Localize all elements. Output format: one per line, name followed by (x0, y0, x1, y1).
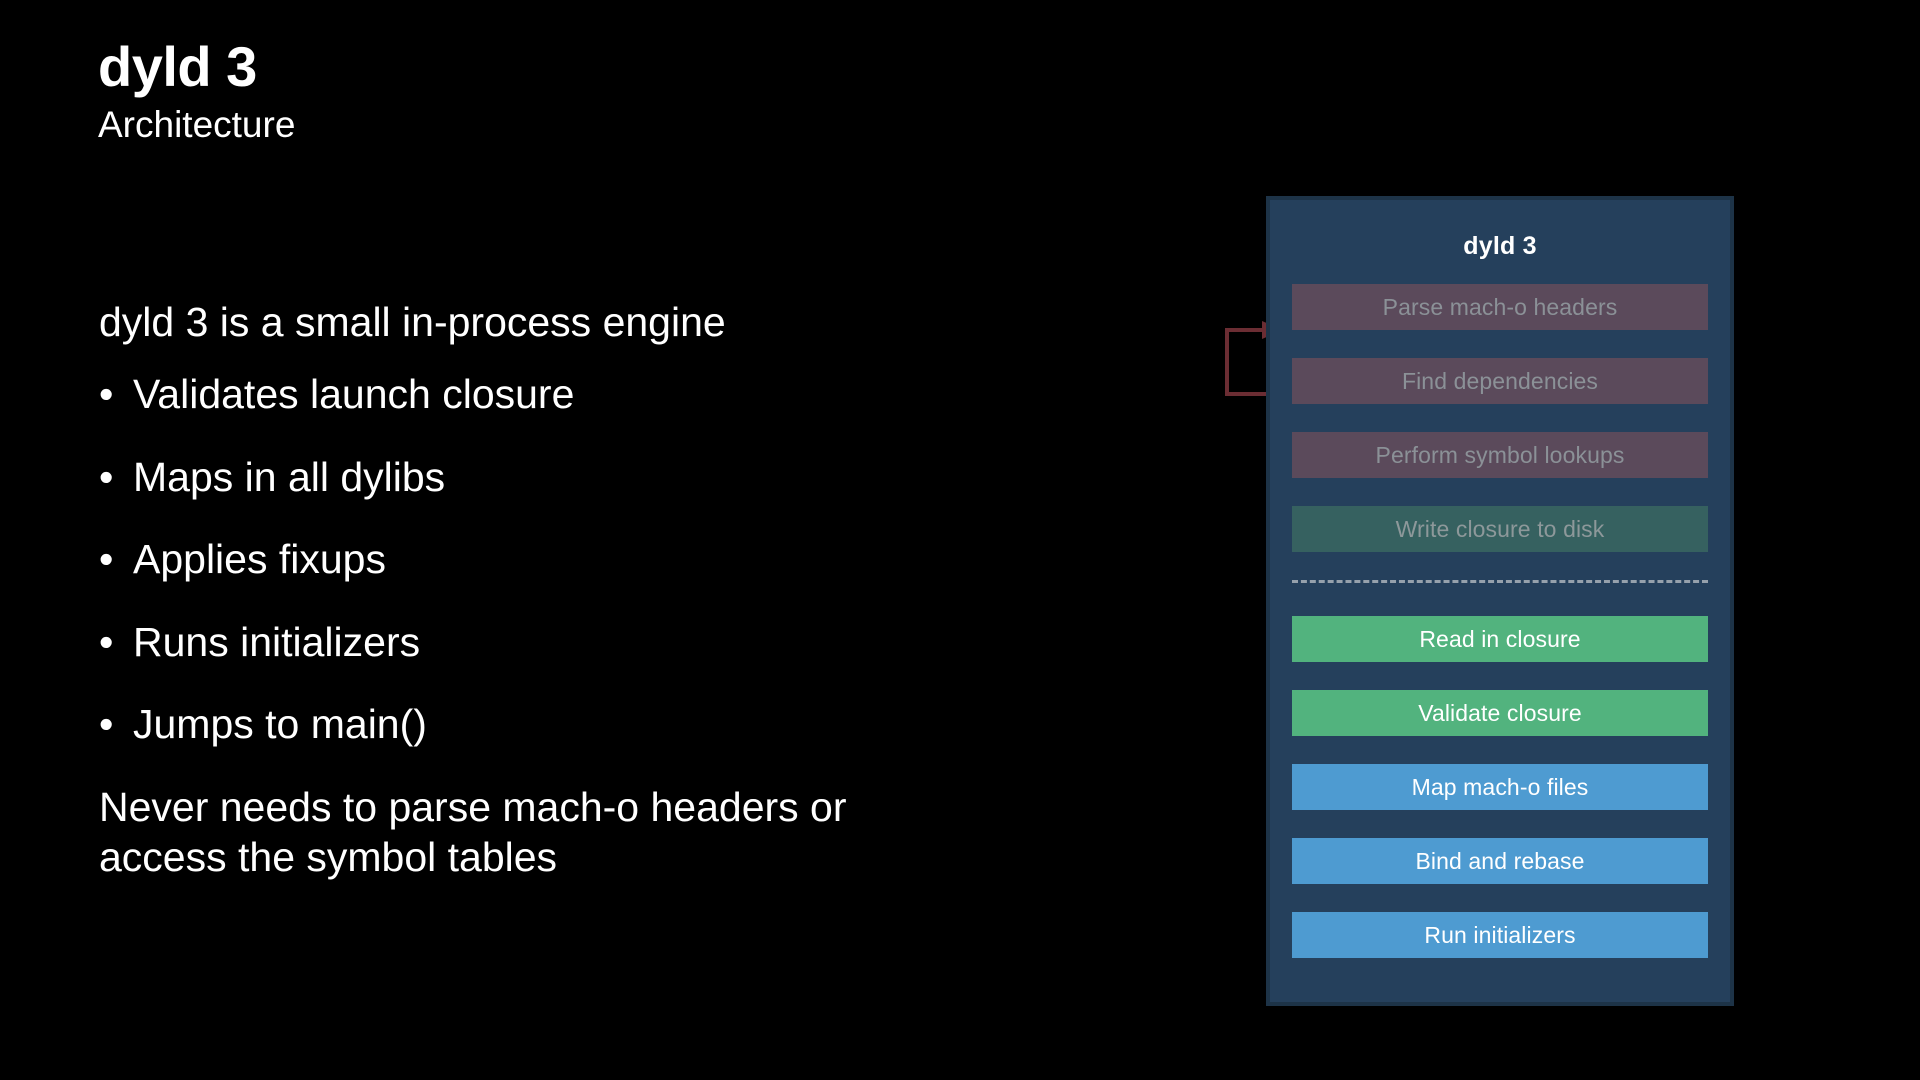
page-title: dyld 3 (98, 35, 257, 98)
diagram-panel-title: dyld 3 (1463, 232, 1537, 260)
diagram-step-validate-closure[interactable]: Validate closure (1292, 690, 1708, 736)
page-subtitle: Architecture (98, 103, 296, 145)
bullet-list: • Validates launch closure • Maps in all… (99, 370, 999, 748)
list-item: • Maps in all dylibs (99, 453, 999, 501)
list-item-label: Applies fixups (133, 536, 386, 583)
diagram-step-label: Write closure to disk (1395, 515, 1605, 542)
list-item-label: Validates launch closure (133, 371, 575, 418)
list-item: • Runs initializers (99, 618, 999, 666)
bullet-dot-icon: • (99, 700, 114, 747)
diagram-step-stack: Parse mach-o headers Find dependencies P… (1292, 284, 1708, 986)
diagram-step-find-dependencies[interactable]: Find dependencies (1292, 358, 1708, 404)
bullet-dot-icon: • (99, 453, 114, 500)
dyld3-architecture-diagram: dyld 3 Parse mach-o headers Find depende… (1266, 196, 1734, 1006)
diagram-step-read-in-closure[interactable]: Read in closure (1292, 616, 1708, 662)
diagram-step-label: Bind and rebase (1415, 847, 1585, 874)
diagram-step-perform-symbol-lookups[interactable]: Perform symbol lookups (1292, 432, 1708, 478)
diagram-step-label: Read in closure (1419, 625, 1581, 652)
diagram-step-bind-and-rebase[interactable]: Bind and rebase (1292, 838, 1708, 884)
diagram-step-run-initializers[interactable]: Run initializers (1292, 912, 1708, 958)
list-item: • Applies fixups (99, 535, 999, 583)
bullet-dot-icon: • (99, 371, 114, 418)
diagram-phase-divider (1292, 580, 1708, 583)
bullet-dot-icon: • (99, 618, 114, 665)
diagram-step-map-mach-o-files[interactable]: Map mach-o files (1292, 764, 1708, 810)
slide-header: dyld 3 Architecture (98, 35, 296, 145)
diagram-step-label: Run initializers (1424, 921, 1576, 948)
lead-paragraph: dyld 3 is a small in-process engine (99, 299, 726, 345)
list-item: • Jumps to main() (99, 700, 999, 748)
diagram-step-label: Parse mach-o headers (1382, 293, 1618, 320)
bullet-dot-icon: • (99, 536, 114, 583)
diagram-step-label: Perform symbol lookups (1375, 441, 1625, 468)
list-item: • Validates launch closure (99, 370, 999, 418)
body-copy: dyld 3 is a small in-process engine • Va… (99, 298, 999, 882)
diagram-step-label: Map mach-o files (1411, 773, 1589, 800)
diagram-step-write-closure-to-disk[interactable]: Write closure to disk (1292, 506, 1708, 552)
diagram-step-label: Validate closure (1418, 699, 1582, 726)
diagram-step-label: Find dependencies (1401, 367, 1599, 394)
outro-paragraph: Never needs to parse mach-o headers or a… (99, 784, 847, 881)
diagram-step-parse-mach-o-headers[interactable]: Parse mach-o headers (1292, 284, 1708, 330)
list-item-label: Maps in all dylibs (133, 453, 446, 500)
list-item-label: Runs initializers (133, 618, 421, 665)
list-item-label: Jumps to main() (133, 700, 427, 747)
